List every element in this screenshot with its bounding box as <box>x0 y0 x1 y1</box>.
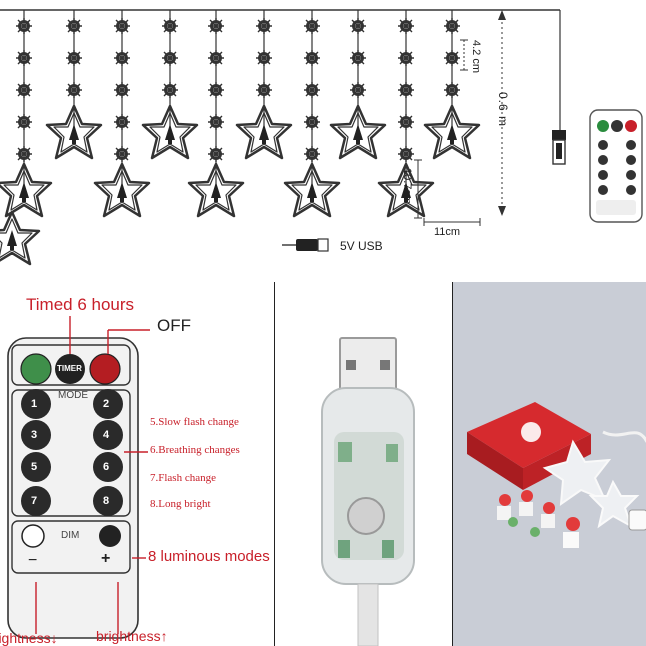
plus-label: + <box>101 550 111 567</box>
divider-right <box>452 282 453 646</box>
dimension-star-height-label: 10.7cm <box>401 168 413 205</box>
snowflake-bulb <box>349 81 367 99</box>
power-label: 5V USB <box>340 239 383 253</box>
usb-plug-photo <box>321 337 415 646</box>
snowflake-bulb <box>207 113 225 131</box>
snowflake-bulb <box>113 113 131 131</box>
star-ornament <box>423 104 481 160</box>
snowflake-bulb <box>397 17 415 35</box>
package-contents-photo <box>453 282 646 646</box>
snowflake-bulb <box>15 81 33 99</box>
mode-label: MODE <box>58 390 88 401</box>
snowflake-bulb <box>207 17 225 35</box>
mode-button-1: 1 <box>31 398 38 410</box>
mode-button-5: 5 <box>31 461 38 473</box>
snowflake-bulb <box>443 49 461 67</box>
star-ornament <box>329 104 387 160</box>
star-ornament <box>93 162 151 218</box>
snowflake-bulb <box>65 49 83 67</box>
snowflake-bulb <box>113 17 131 35</box>
snowflake-bulb <box>255 49 273 67</box>
star-ornament <box>0 162 53 218</box>
snowflake-bulb <box>161 17 179 35</box>
snowflake-bulb <box>255 17 273 35</box>
snowflake-bulb <box>65 81 83 99</box>
star-ornament <box>0 210 41 266</box>
dimension-spacing-label: 4.2 cm <box>470 40 482 74</box>
snowflake-bulb <box>443 81 461 99</box>
luminous-modes-label: 8 luminous modes <box>148 548 270 565</box>
snowflake-bulb <box>207 81 225 99</box>
star-ornament <box>141 104 199 160</box>
snowflake-bulb <box>207 49 225 67</box>
dimension-star-width-label: 11cm <box>434 226 461 238</box>
mode-button-6: 6 <box>103 461 110 473</box>
snowflake-bulb <box>113 49 131 67</box>
mode-7-label: 7.Flash change <box>150 472 216 484</box>
mode-button-8: 8 <box>103 495 110 507</box>
mode-button-2: 2 <box>103 398 110 410</box>
timer-label: Timed 6 hours <box>26 295 135 314</box>
brightness-up-label: brightness↑ <box>96 628 168 644</box>
snowflake-bulb <box>397 81 415 99</box>
mode-button-4: 4 <box>103 429 110 441</box>
snowflake-bulb <box>113 145 131 163</box>
snowflake-bulb <box>303 17 321 35</box>
snowflake-bulb <box>161 49 179 67</box>
snowflake-bulb <box>15 49 33 67</box>
dimension-height-label: 0.6 m <box>496 92 510 128</box>
snowflake-bulb <box>397 113 415 131</box>
star-ornament <box>187 162 245 218</box>
snowflake-bulb <box>65 17 83 35</box>
snowflake-bulb <box>207 145 225 163</box>
star-ornament <box>235 104 293 160</box>
snowflake-bulb <box>15 113 33 131</box>
mode-button-3: 3 <box>31 429 38 441</box>
snowflake-bulb <box>303 49 321 67</box>
mode-8-label: 8.Long bright <box>150 498 211 510</box>
dim-label: DIM <box>61 530 80 541</box>
divider-left <box>274 282 275 646</box>
off-label: OFF <box>157 316 191 335</box>
remote-diagram <box>7 316 150 639</box>
mode-5-label: 5.Slow flash change <box>150 416 239 428</box>
brightness-down-label: brightness↓ <box>0 630 58 646</box>
star-ornament <box>45 104 103 160</box>
snowflake-bulb <box>303 81 321 99</box>
snowflake-bulb <box>113 81 131 99</box>
star-ornament <box>283 162 341 218</box>
snowflake-bulb <box>397 49 415 67</box>
curtain-light-diagram <box>0 9 643 266</box>
mode-button-7: 7 <box>31 495 38 507</box>
snowflake-bulb <box>303 113 321 131</box>
snowflake-bulb <box>397 145 415 163</box>
snowflake-bulb <box>15 145 33 163</box>
snowflake-bulb <box>443 17 461 35</box>
snowflake-bulb <box>161 81 179 99</box>
timer-button-label: TIMER <box>57 364 82 373</box>
snowflake-bulb <box>349 17 367 35</box>
snowflake-bulb <box>15 17 33 35</box>
minus-label: − <box>28 552 38 569</box>
snowflake-bulb <box>349 49 367 67</box>
snowflake-bulb <box>303 145 321 163</box>
snowflake-bulb <box>255 81 273 99</box>
mode-6-label: 6.Breathing changes <box>150 444 240 456</box>
